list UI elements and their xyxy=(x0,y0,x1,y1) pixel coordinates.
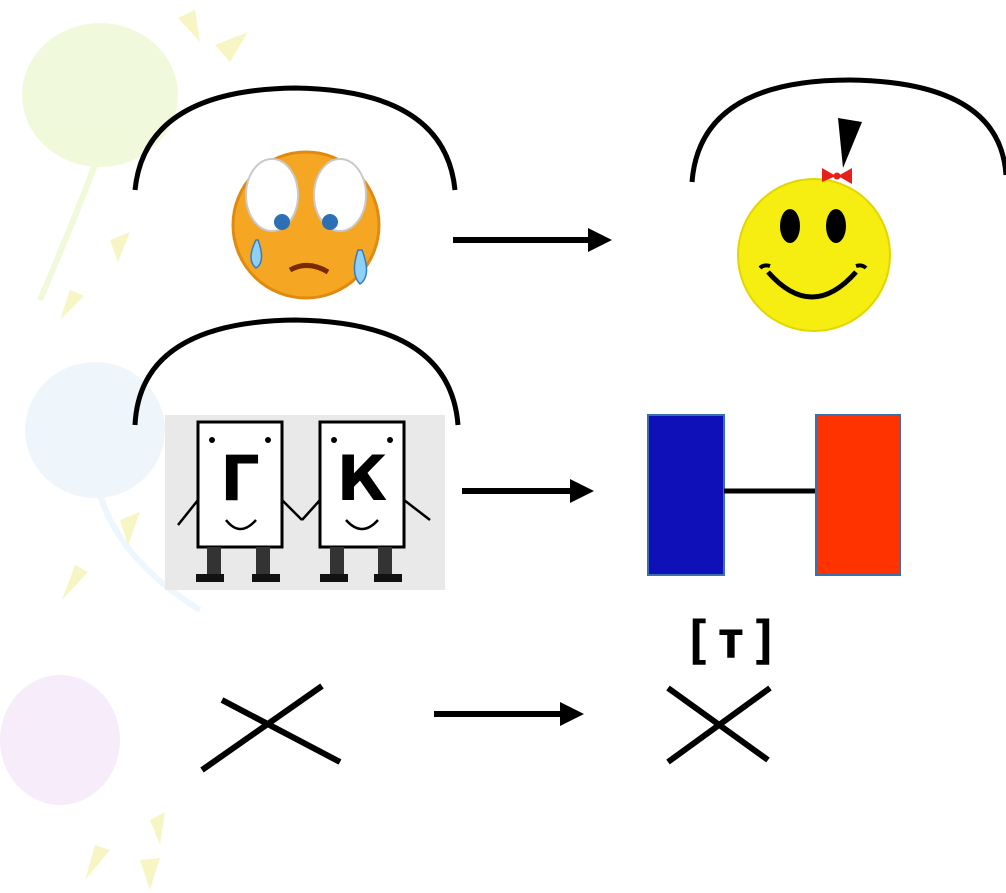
sad-crying-face-icon xyxy=(231,150,381,300)
transcription-label: [т] xyxy=(682,611,782,671)
arc-right-row1 xyxy=(689,77,1006,183)
arrow-icon xyxy=(434,702,584,726)
arrow-icon xyxy=(453,228,612,252)
soft-consonant-block xyxy=(815,414,901,576)
arc-left-row2 xyxy=(132,317,461,426)
arrow-icon xyxy=(462,479,594,503)
sun-rays-decoration xyxy=(60,10,248,890)
happy-smiley-face-icon xyxy=(737,118,891,332)
hard-consonant-block xyxy=(647,414,725,576)
letter-g-text: Г xyxy=(220,442,260,515)
letter-card-k xyxy=(301,420,431,582)
arc-left-row1 xyxy=(132,85,458,191)
balloon-decoration xyxy=(0,23,202,805)
cross-mark-icon xyxy=(666,685,772,765)
letter-k-text: К xyxy=(336,442,388,515)
cross-mark-icon xyxy=(200,683,342,773)
letter-card-g xyxy=(177,420,303,582)
